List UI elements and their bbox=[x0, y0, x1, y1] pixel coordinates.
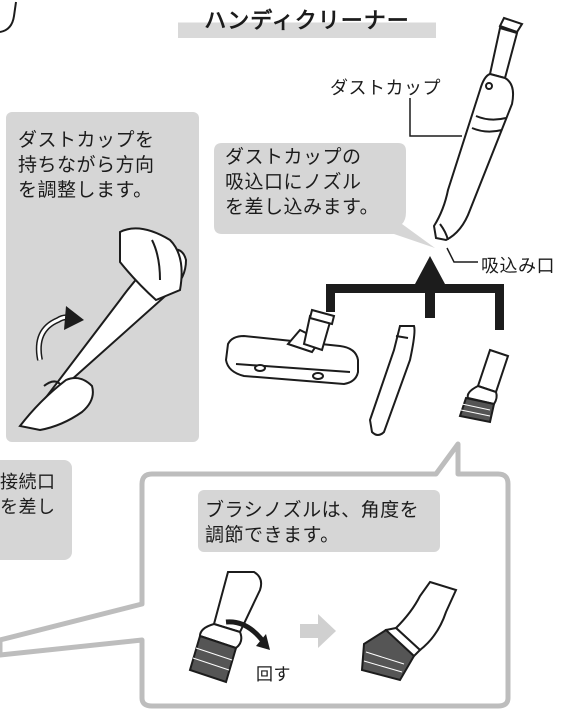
brush-nozzle-before-icon bbox=[188, 571, 263, 684]
corner-partial-icon bbox=[0, 1, 17, 33]
brush-angle-text: ブラシノズルは、角度を 調節できます。 bbox=[205, 499, 420, 546]
attachment-bracket bbox=[326, 256, 504, 330]
rotate-label: 回す bbox=[256, 665, 291, 685]
adjust-direction-text: ダストカップを 持ちながら方向 を調整します。 bbox=[18, 129, 155, 201]
handheld-cleaner-icon bbox=[432, 16, 524, 242]
dust-cup-leader-line bbox=[409, 98, 462, 137]
nozzle-callout-bubble bbox=[214, 143, 435, 248]
suction-port-leader-line bbox=[446, 247, 478, 263]
rotate-arrow-icon bbox=[35, 306, 84, 361]
rotate-arrow-small-icon bbox=[225, 619, 270, 650]
crevice-nozzle-icon bbox=[368, 325, 416, 436]
brush-nozzle-icon bbox=[458, 348, 510, 424]
left-callout-bubble bbox=[0, 460, 72, 560]
dust-cup-label: ダストカップ bbox=[330, 78, 441, 99]
hand-holding-cleaner-icon bbox=[18, 227, 188, 432]
brush-nozzle-after-icon bbox=[360, 580, 458, 682]
insert-nozzle-text: ダストカップの 吸込口にノズル を差し込みます。 bbox=[225, 146, 380, 218]
right-arrow-icon bbox=[300, 614, 336, 648]
suction-port-label: 吸込み口 bbox=[481, 256, 555, 277]
page-title: ハンディクリーナー bbox=[178, 6, 436, 38]
left-callout-text: 接続口 を差し bbox=[0, 472, 56, 518]
floor-nozzle-icon bbox=[224, 308, 359, 386]
